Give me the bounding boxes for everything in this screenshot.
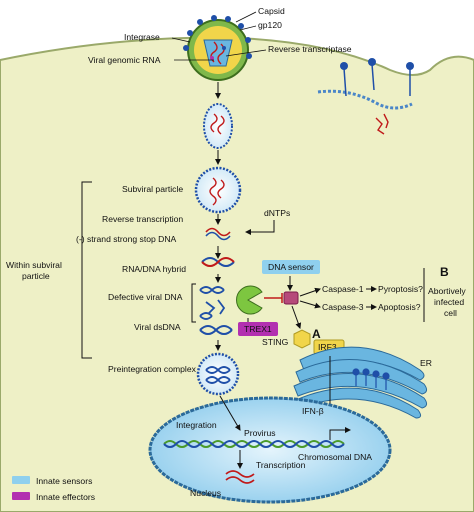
sting-label: STING <box>262 337 289 347</box>
virion <box>183 15 252 81</box>
trex1-box <box>238 322 278 336</box>
within-subviral-line2: particle <box>22 271 50 281</box>
sensor-node <box>283 291 299 305</box>
within-subviral-line1: Within subviral <box>6 260 62 270</box>
panel-b-label: B <box>440 265 449 279</box>
gp120-label: gp120 <box>258 20 282 30</box>
abortive-line2: infected <box>434 297 464 307</box>
defective-viral-dna-label: Defective viral DNA <box>108 292 183 302</box>
strand-stop-dna <box>205 227 231 241</box>
er-receptors <box>352 368 390 390</box>
preintegration-complex <box>196 352 240 396</box>
legend-innate-effectors: Innate effectors <box>36 492 95 502</box>
viral-dsdna <box>199 325 233 335</box>
ifn-beta-label: IFN-β <box>302 406 324 416</box>
integrase-label: Integrase <box>124 32 160 42</box>
er-label: ER <box>420 358 432 368</box>
integration-label: Integration <box>176 420 217 430</box>
legend-innate-sensors: Innate sensors <box>36 476 92 486</box>
capsid-label: Capsid <box>258 6 285 16</box>
preintegration-complex-label: Preintegration complex <box>108 364 197 374</box>
viral-dsdna-label: Viral dsDNA <box>134 322 181 332</box>
membrane-receptors <box>317 58 414 135</box>
viral-genomic-rna-label: Viral genomic RNA <box>88 55 161 65</box>
chromosomal-dna <box>163 440 345 448</box>
reverse-transcription-label: Reverse transcription <box>102 214 183 224</box>
abortive-line3: cell <box>444 308 457 318</box>
defective-viral-dna <box>199 286 226 320</box>
dna-sensor-label: DNA sensor <box>268 262 314 272</box>
pyroptosis-label: Pyroptosis? <box>378 284 423 294</box>
rna-dna-hybrid <box>201 257 235 267</box>
nucleus-label: Nucleus <box>190 488 221 498</box>
panel-a-label: A <box>312 327 321 341</box>
caspase3-label: Caspase-3 <box>322 302 364 312</box>
virion-leaders <box>171 11 267 61</box>
strand-stop-label: (-) strand strong stop DNA <box>76 234 177 244</box>
chromosomal-dna-label: Chromosomal DNA <box>298 452 372 462</box>
caspase1-label: Caspase-1 <box>322 284 364 294</box>
subviral-particle <box>194 166 242 214</box>
legend-effector-swatch <box>12 492 30 500</box>
transcription-label: Transcription <box>256 460 306 470</box>
trex1-label: TREX1 <box>244 324 272 334</box>
uncoating-particle <box>203 103 233 149</box>
trex1-enzyme <box>236 285 263 315</box>
irf3-label: IRF3 <box>318 342 337 352</box>
legend-sensor-swatch <box>12 476 30 484</box>
dna-sensor-box <box>262 260 320 274</box>
nucleus <box>148 396 392 504</box>
abortive-line1: Abortively <box>428 286 466 296</box>
reverse-transcriptase-label: Reverse transcriptase <box>268 44 352 54</box>
dntps-label: dNTPs <box>264 208 290 218</box>
provirus-label: Provirus <box>244 428 276 438</box>
sting-node <box>293 329 311 349</box>
apoptosis-label: Apoptosis? <box>378 302 421 312</box>
subviral-particle-label: Subviral particle <box>122 184 183 194</box>
transcript-rna <box>225 470 255 478</box>
rna-dna-hybrid-label: RNA/DNA hybrid <box>122 264 186 274</box>
